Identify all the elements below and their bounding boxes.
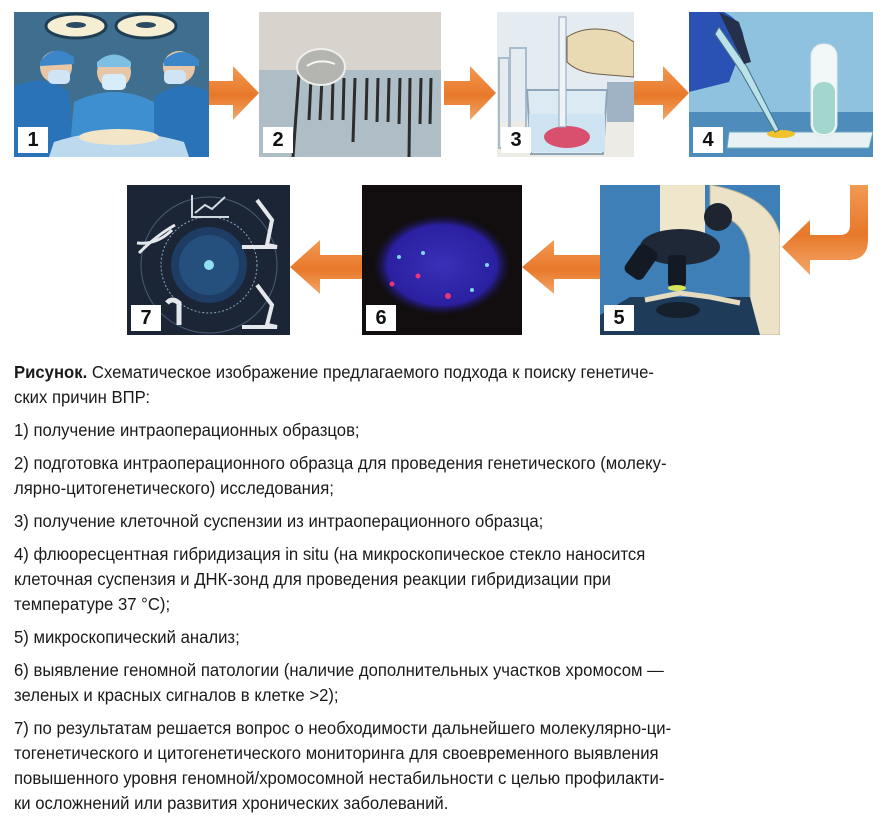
caption-title: Рисунок. Схематическое изображение предл… bbox=[14, 362, 654, 407]
arrow-curved-down-left-icon bbox=[782, 185, 868, 275]
caption-item-4: 4) флюоресцентная гибридизация in situ (… bbox=[14, 544, 646, 614]
caption-item-5: 5) микроскопический анализ; bbox=[14, 627, 240, 647]
panel-number: 3 bbox=[501, 127, 531, 153]
caption-item-1: 1) получение интраоперационных образцов; bbox=[14, 420, 360, 440]
arrow-left-icon bbox=[522, 240, 600, 294]
pipette-slide-illustration bbox=[689, 12, 873, 157]
panel-number: 7 bbox=[131, 305, 161, 331]
arrow-left-icon bbox=[290, 240, 362, 294]
panel-number: 4 bbox=[693, 127, 723, 153]
panel-5-microscope: 5 bbox=[600, 185, 780, 335]
arrow-right-icon bbox=[209, 66, 259, 120]
caption-item-2: 2) подготовка интраоперационного образца… bbox=[14, 453, 667, 498]
caption-item-6: 6) выявление геномной патологии (наличие… bbox=[14, 660, 664, 705]
panel-7-monitoring: 7 bbox=[127, 185, 290, 335]
panel-6-fish-signals: 6 bbox=[362, 185, 522, 335]
panel-number: 2 bbox=[263, 127, 293, 153]
panel-2-sample: 2 bbox=[259, 12, 441, 157]
figure-caption: Рисунок. Схематическое изображение предл… bbox=[14, 360, 840, 824]
caption-label: Рисунок. bbox=[14, 362, 88, 382]
panel-number: 6 bbox=[366, 305, 396, 331]
surgeons-illustration bbox=[14, 12, 209, 157]
microscope-illustration bbox=[600, 185, 780, 335]
panel-3-suspension: 3 bbox=[497, 12, 634, 157]
panel-number: 5 bbox=[604, 305, 634, 331]
caption-item-7: 7) по результатам решается вопрос о необ… bbox=[14, 718, 672, 813]
panel-1-surgery: 1 bbox=[14, 12, 209, 157]
panel-number: 1 bbox=[18, 127, 48, 153]
caption-item-3: 3) получение клеточной суспензии из интр… bbox=[14, 511, 544, 531]
arrow-right-icon bbox=[444, 66, 496, 120]
nucleus-illustration bbox=[374, 215, 510, 315]
panel-4-fish: 4 bbox=[689, 12, 873, 157]
arrow-right-icon bbox=[634, 66, 689, 120]
genetics-icons-illustration bbox=[136, 195, 278, 334]
